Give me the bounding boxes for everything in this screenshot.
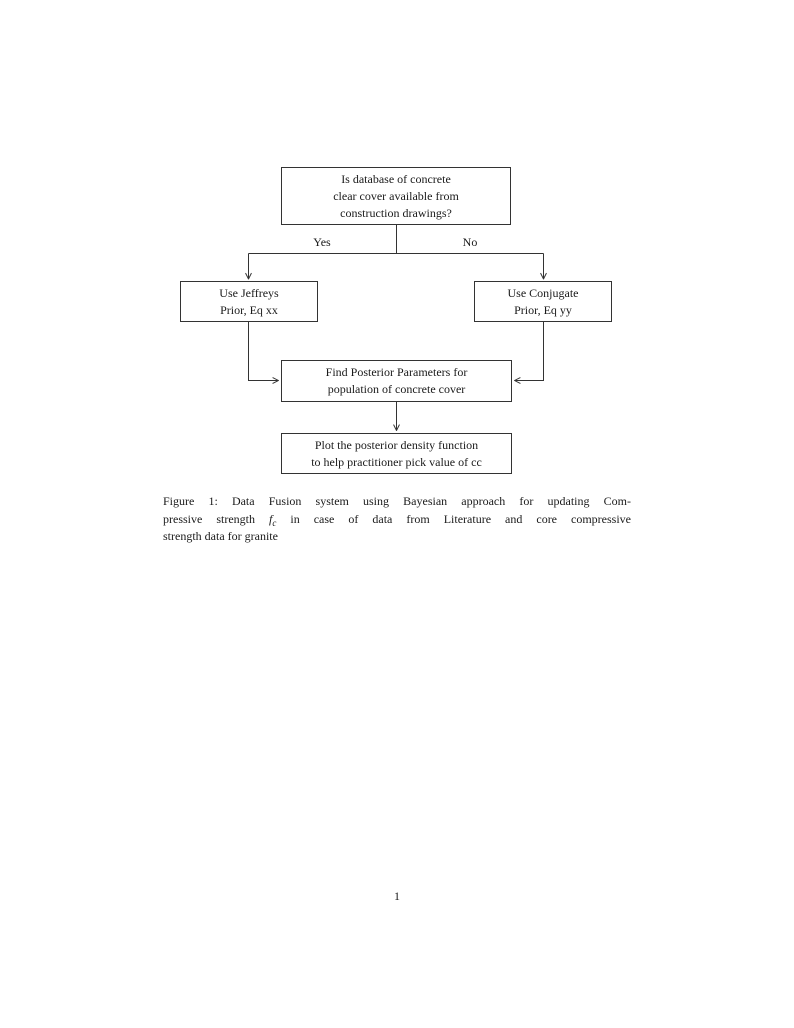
- conjugate-prior-node-line: Use Conjugate: [507, 285, 579, 300]
- decision-node-line: construction drawings?: [340, 205, 452, 220]
- plot-density-node-line: to help practitioner pick value of cc: [311, 454, 482, 469]
- figure-caption-line3: strength data for granite: [163, 529, 278, 543]
- decision-node-line: clear cover available from: [333, 188, 459, 203]
- figure-caption-line2-post: in case of data from Literature and core…: [290, 511, 632, 526]
- figure-caption-line1: Figure 1: Data Fusion system using Bayes…: [163, 494, 631, 508]
- connector-jeffreys-posterior: [248, 322, 279, 384]
- math-fc-symbol: fc: [269, 511, 277, 528]
- posterior-parameters-node-line: Find Posterior Parameters for: [325, 365, 468, 379]
- connector-conjugate-posterior: [514, 322, 544, 384]
- figure-caption-line2-pre: pressive strength: [163, 511, 255, 526]
- jeffreys-prior-node: Use Jeffreys Prior, Eq xx: [180, 281, 318, 322]
- plot-density-node-line: Plot the posterior density function: [314, 437, 479, 452]
- posterior-parameters-node: Find Posterior Parameters for population…: [281, 360, 512, 402]
- branch-label-yes: Yes: [313, 235, 331, 249]
- decision-node-line: Is database of concrete: [341, 171, 451, 186]
- figure-caption: Figure 1: Data Fusion system using Bayes…: [163, 493, 631, 546]
- conjugate-prior-node: Use Conjugate Prior, Eq yy: [474, 281, 612, 322]
- jeffreys-prior-node-line: Prior, Eq xx: [220, 302, 278, 317]
- figure-caption-line2: pressive strength fc in case of data fro…: [163, 511, 631, 529]
- math-fc-subscript: c: [272, 517, 277, 528]
- branch-label-no: No: [462, 235, 478, 249]
- posterior-parameters-node-line: population of concrete cover: [327, 382, 466, 396]
- jeffreys-prior-node-line: Use Jeffreys: [219, 285, 279, 300]
- plot-density-node: Plot the posterior density function to h…: [281, 433, 512, 474]
- page-number: 1: [394, 889, 400, 903]
- conjugate-prior-node-line: Prior, Eq yy: [514, 302, 572, 317]
- decision-node: Is database of concrete clear cover avai…: [281, 167, 511, 225]
